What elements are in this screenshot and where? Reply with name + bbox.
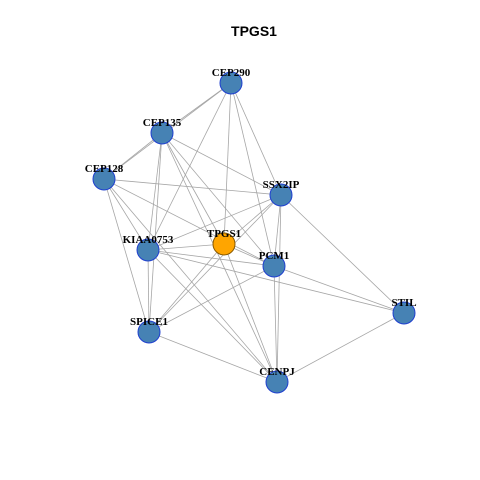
plot-title: TPGS1 <box>231 23 277 39</box>
edge-kiaa0753-tpgs1 <box>147 243 225 251</box>
edge-tpgs1-spice1 <box>148 243 225 333</box>
edge-cep290-pcm1 <box>230 82 275 267</box>
edge-cep290-kiaa0753 <box>147 82 232 251</box>
node-kiaa0753[interactable] <box>136 238 160 262</box>
edge-cep135-ssx2ip <box>161 132 282 196</box>
edge-ssx2ip-stil <box>280 194 405 314</box>
node-label-stil: STIL <box>391 297 416 309</box>
edge-cep135-spice1 <box>148 132 163 333</box>
edge-cep135-tpgs1 <box>161 132 225 245</box>
edge-cep128-pcm1 <box>103 178 275 267</box>
node-label-cenpj: CENPJ <box>259 366 295 378</box>
edge-cep135-cenpj <box>161 132 278 383</box>
edge-cep128-spice1 <box>103 178 150 333</box>
edge-pcm1-stil <box>273 265 405 314</box>
edge-kiaa0753-spice1 <box>147 249 150 333</box>
node-label-spice1: SPICE1 <box>130 316 168 328</box>
node-cep290[interactable] <box>219 71 243 95</box>
edge-cep135-kiaa0753 <box>147 132 163 251</box>
edge-pcm1-spice1 <box>148 265 275 333</box>
edge-cep128-ssx2ip <box>103 178 282 196</box>
edge-cep290-ssx2ip <box>230 82 282 196</box>
node-spice1[interactable] <box>137 320 161 344</box>
node-label-cep135: CEP135 <box>143 117 182 129</box>
node-ssx2ip[interactable] <box>269 183 293 207</box>
edges-layer <box>103 82 405 383</box>
edge-ssx2ip-cenpj <box>276 194 282 383</box>
edge-ssx2ip-spice1 <box>148 194 282 333</box>
edge-tpgs1-cenpj <box>223 243 278 383</box>
node-cep135[interactable] <box>150 121 174 145</box>
edge-kiaa0753-pcm1 <box>147 249 275 267</box>
edge-spice1-cenpj <box>148 331 278 383</box>
nodes-layer <box>92 71 416 394</box>
edge-cep128-cenpj <box>103 178 278 383</box>
edge-kiaa0753-cenpj <box>147 249 278 383</box>
edge-cep290-tpgs1 <box>223 82 232 245</box>
edge-cep128-kiaa0753 <box>103 178 149 251</box>
edge-ssx2ip-pcm1 <box>273 194 282 267</box>
node-label-pcm1: PCM1 <box>259 250 290 262</box>
node-tpgs1[interactable] <box>212 232 236 256</box>
node-label-cep290: CEP290 <box>212 67 251 79</box>
node-label-ssx2ip: SSX2IP <box>263 179 300 191</box>
edge-cep135-cep128 <box>103 132 163 180</box>
edge-kiaa0753-stil <box>147 249 405 314</box>
node-pcm1[interactable] <box>262 254 286 278</box>
node-label-cep128: CEP128 <box>85 163 124 175</box>
node-cep128[interactable] <box>92 167 116 191</box>
edge-ssx2ip-tpgs1 <box>223 194 282 245</box>
edge-ssx2ip-kiaa0753 <box>147 194 282 251</box>
edge-cep135-pcm1 <box>161 132 275 267</box>
node-label-tpgs1: TPGS1 <box>207 228 241 240</box>
node-stil[interactable] <box>392 301 416 325</box>
edge-stil-cenpj <box>276 312 405 383</box>
edge-pcm1-cenpj <box>273 265 278 383</box>
node-cenpj[interactable] <box>265 370 289 394</box>
node-label-kiaa0753: KIAA0753 <box>123 234 174 246</box>
